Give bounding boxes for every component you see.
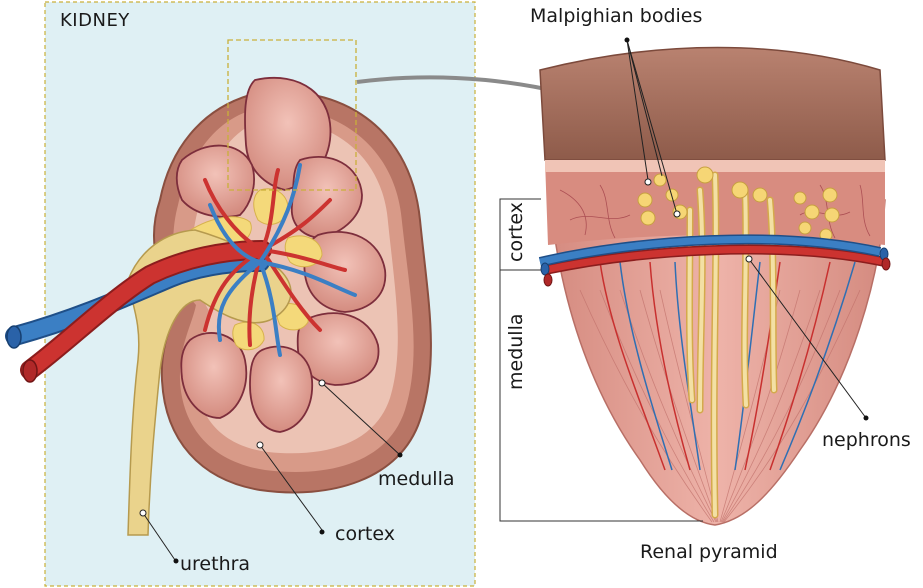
label-urethra: urethra <box>180 553 250 575</box>
renal-vessels <box>5 163 357 380</box>
label-cortex-left: cortex <box>335 523 395 545</box>
nephron-pointer <box>748 258 867 419</box>
zoom-box <box>227 39 357 191</box>
pyramid-lower-right <box>296 312 380 386</box>
malpighian-pointers <box>626 39 678 215</box>
artery-end <box>22 359 38 383</box>
malpighian-dot <box>624 37 630 43</box>
zoom-arrow <box>356 75 561 94</box>
label-nephrons: nephrons <box>822 429 911 451</box>
nephron-dot-a <box>745 255 753 263</box>
renal-pyramids <box>175 76 387 433</box>
pyramid-upper-left <box>175 144 255 218</box>
left-pointer-dots <box>139 379 403 564</box>
vein-end <box>6 325 22 349</box>
pyramid-bottom <box>249 345 313 433</box>
renal-pyramid-zoom <box>538 46 891 526</box>
left-pointers <box>142 382 401 561</box>
pyramid-lower-left <box>180 332 248 419</box>
region-brackets <box>499 198 703 522</box>
label-medulla-right: medulla <box>505 313 527 390</box>
label-malpighian: Malpighian bodies <box>530 5 702 27</box>
panel-title: KIDNEY <box>60 10 130 31</box>
nephron-dot-b <box>863 415 869 421</box>
malpighian-dot-a <box>644 178 652 186</box>
malpighian-dot-b <box>673 210 681 218</box>
label-renal-pyramid: Renal pyramid <box>640 541 778 563</box>
label-medulla-left: medulla <box>378 468 455 490</box>
label-cortex-right: cortex <box>505 202 527 262</box>
